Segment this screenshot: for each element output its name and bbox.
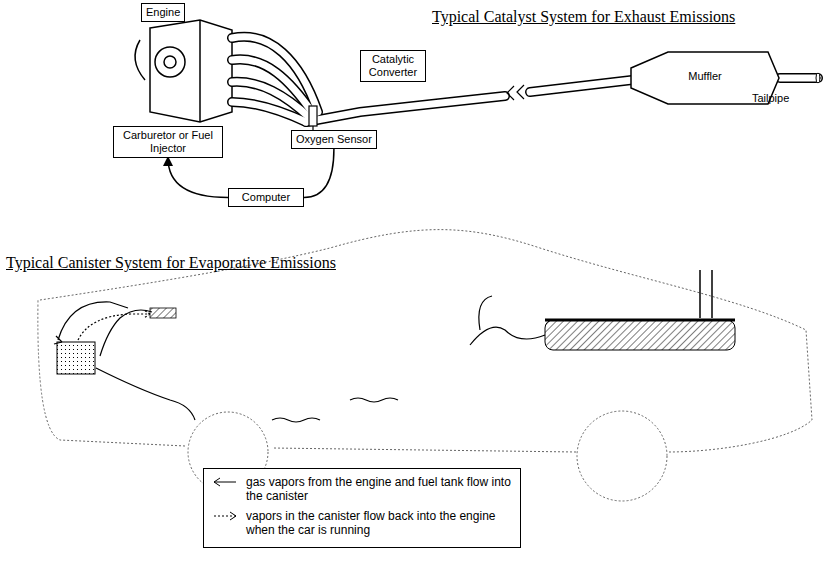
- exhaust-manifold: [232, 37, 820, 122]
- node-text: Oxygen Sensor: [296, 133, 372, 146]
- engine-block: [135, 20, 232, 122]
- node-text: Engine: [146, 6, 180, 19]
- engine-label: Engine: [141, 3, 185, 22]
- vapor-lines-in: [54, 296, 545, 422]
- node-text: Muffler: [634, 70, 776, 83]
- node-text: Catalytic Converter: [365, 53, 421, 79]
- legend-sample: [210, 475, 240, 489]
- computer-box: Computer: [228, 188, 304, 207]
- connector: [168, 158, 228, 198]
- node-text: Computer: [233, 191, 299, 204]
- canister: [57, 342, 95, 374]
- legend-item: vapors in the canister flow back into th…: [210, 509, 514, 537]
- carburetor-box: Carburetor or Fuel Injector: [113, 126, 223, 158]
- pipe-break: [507, 85, 524, 100]
- vapor-lines-out: [78, 310, 150, 340]
- legend-sample: [210, 509, 240, 523]
- fuel-tank: [545, 270, 735, 350]
- section-title: Typical Canister System for Evaporative …: [6, 254, 336, 272]
- legend-text: vapors in the canister flow back into th…: [246, 509, 514, 537]
- legend-item: gas vapors from the engine and fuel tank…: [210, 475, 514, 503]
- legend-box: gas vapors from the engine and fuel tank…: [203, 468, 521, 548]
- part-label: Tailpipe: [752, 92, 789, 104]
- legend-text: gas vapors from the engine and fuel tank…: [246, 475, 514, 503]
- intake-hatch: [150, 308, 176, 318]
- diagram-title: Typical Catalyst System for Exhaust Emis…: [432, 8, 735, 26]
- oxygen-sensor-box: Oxygen Sensor: [291, 130, 377, 149]
- node-text: Carburetor or Fuel Injector: [118, 129, 218, 155]
- connector: [304, 149, 334, 198]
- catalytic-converter-box: Catalytic Converter: [360, 50, 426, 82]
